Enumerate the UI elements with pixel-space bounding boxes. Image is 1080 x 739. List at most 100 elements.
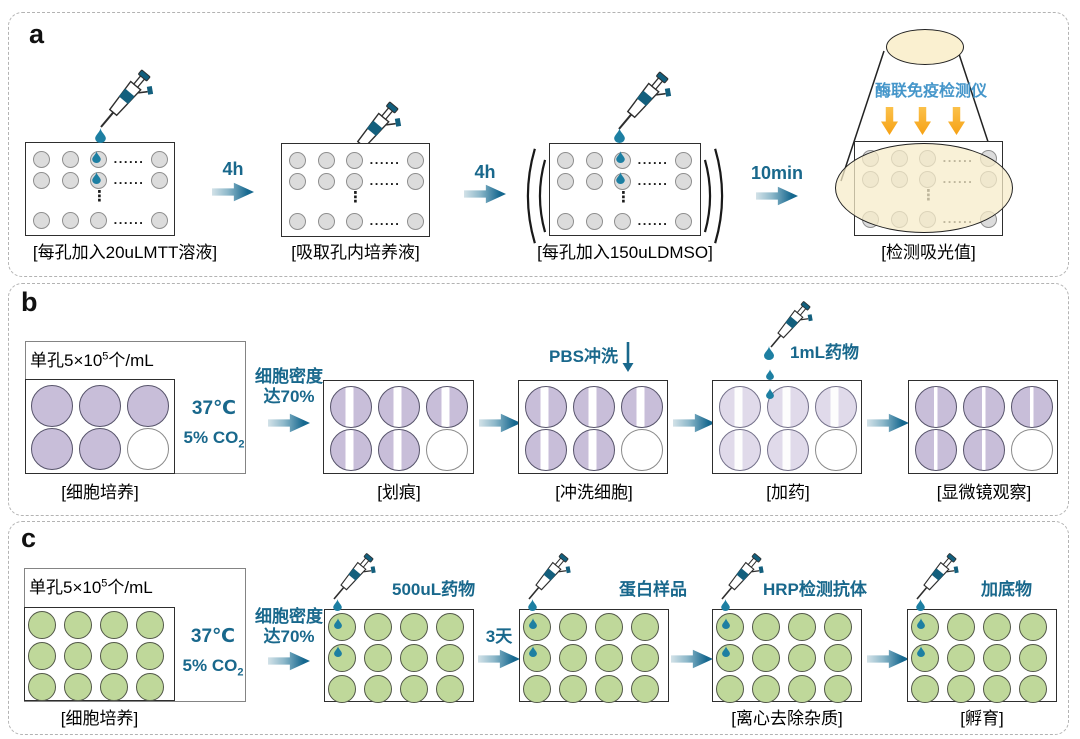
well [328,613,356,641]
well [33,171,50,189]
well [100,611,128,639]
well [586,151,603,169]
well [79,428,121,470]
well [613,212,631,230]
well [400,613,428,641]
well [289,151,306,169]
density-label: 单孔5×105个/mL [29,573,153,598]
well [289,172,306,190]
well [675,151,692,169]
well [947,644,975,672]
well-plate-drug [324,609,474,703]
drop-icon [917,646,925,657]
drop-icon [92,151,101,163]
co2-label: 5% CO2 [176,651,250,687]
well [824,675,852,703]
incubation-conditions: 37℃ 5% CO2 [177,394,251,459]
well-plate-hrp [712,609,862,703]
arrow-label: 3天 [485,627,513,646]
well [364,644,392,672]
step-caption: [划痕] [377,483,421,502]
drop-icon [616,172,625,184]
drop-icon [722,646,730,657]
well-plate-aspirate: ..................⋮ [281,143,430,237]
temp-label: 37℃ [190,626,236,647]
confluence-line1: 细胞密度 [255,367,323,386]
step-caption: [每孔加入150uLDMSO] [537,243,713,262]
well [127,385,169,427]
confluence-label: 细胞密度 达70% [249,607,329,647]
ellipsis-dots: ...... [637,212,669,228]
shake-lines-right-icon [703,146,731,246]
well [815,429,857,471]
down-arrow-icon [621,342,635,372]
co2-sub: 2 [238,438,245,451]
well-plate-culture [25,379,175,474]
well [559,613,587,641]
well [64,611,92,639]
well [675,212,692,230]
drop-icon [528,599,537,611]
reader-lens [886,29,964,65]
well [28,611,56,639]
well [31,428,73,470]
ellipsis-dots: ...... [113,150,145,166]
well [1019,613,1047,641]
panel-a-tag: a [29,19,45,49]
well [947,675,975,703]
arrow-label: 10min [750,163,804,183]
well [318,212,335,230]
density-suffix: 个/mL [107,578,153,597]
drop-icon [529,646,537,657]
flow-arrow-icon [671,649,713,669]
well [64,673,92,701]
co2-label: 5% CO2 [177,423,251,459]
substrate-label: 加底物 [981,580,1032,599]
drop-icon [722,618,730,629]
step-caption: [每孔加入20uLMTT溶液] [32,243,218,262]
well [136,642,164,670]
well [573,429,615,471]
well-plate-wash [518,380,668,474]
flow-arrow-icon [268,651,310,671]
ellipsis-dots: ...... [113,171,145,187]
well [557,212,574,230]
well [523,613,551,641]
ellipsis-dots: ...... [637,151,669,167]
well-plate-protein [519,609,669,703]
well [436,644,464,672]
drug-label: 500uL药物 [392,580,476,599]
step-caption: [检测吸光值] [881,243,976,262]
drop-icon [95,128,106,143]
well [100,673,128,701]
panel-c: c 单孔5×105个/mL 37℃ 5% CO2 [细胞培养] 细胞密度 达70… [8,521,1069,735]
well [330,386,372,428]
well [378,429,420,471]
well [136,673,164,701]
well [815,386,857,428]
drop-icon [334,646,342,657]
well [752,675,780,703]
well [525,386,567,428]
well [33,150,50,168]
well [151,211,168,229]
well-plate-substrate [907,609,1057,703]
confluence-line2: 达70% [263,627,315,646]
density-prefix: 单孔5×10 [29,578,102,597]
step-caption: [离心去除杂质] [731,709,843,728]
flow-arrow-icon [464,184,506,204]
well [767,429,809,471]
drop-icon [764,346,774,360]
well [559,644,587,672]
vertical-dots: ⋮ [616,189,631,206]
ellipsis-dots: ...... [369,172,401,188]
well [752,613,780,641]
well [28,642,56,670]
well [911,644,939,672]
drop-icon [333,599,342,611]
step-caption: [冲洗细胞] [555,483,633,502]
well [330,429,372,471]
density-prefix: 单孔5×10 [30,351,103,370]
flow-arrow-icon [867,413,909,433]
confluence-line2: 达70% [263,387,315,406]
